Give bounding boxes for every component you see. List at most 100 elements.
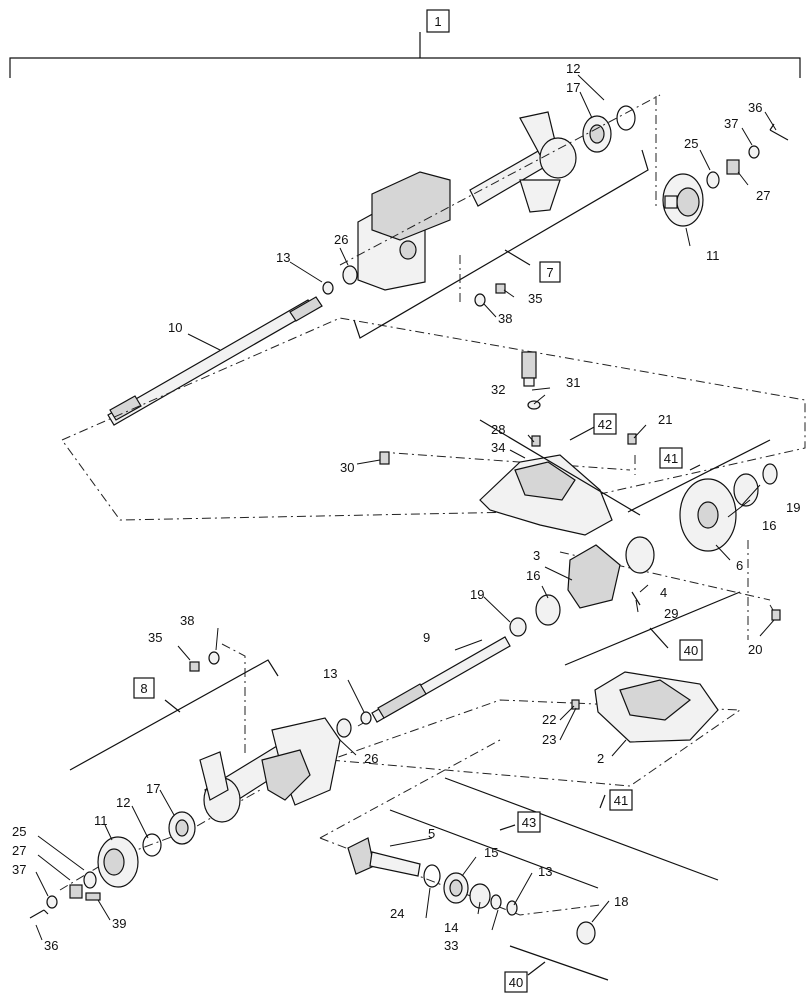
callout-23: 23 [542, 732, 556, 747]
assembly-41-top-bracket [627, 439, 771, 513]
axle-shaft-9 [371, 636, 511, 723]
callout-21: 21 [658, 412, 672, 427]
hub-11-right [662, 173, 704, 227]
callout-11-right: 11 [706, 248, 720, 263]
differential-housing-lower-2 [594, 671, 719, 743]
assembly-label-box [539, 261, 561, 283]
callout-5: 5 [428, 826, 435, 841]
bearing-14 [469, 883, 491, 909]
callout-19-bottom: 19 [470, 587, 484, 602]
lock-37-right [748, 145, 760, 159]
callout-9: 9 [423, 630, 430, 645]
callout-26-left: 26 [364, 751, 378, 766]
differential-case-3 [567, 536, 655, 609]
callout-19-top: 19 [786, 500, 800, 515]
callout-10: 10 [168, 320, 182, 335]
bearing-17-right [582, 115, 612, 153]
assembly-label-box [517, 811, 541, 833]
pin-36-right [769, 123, 789, 141]
callout-13-left: 13 [323, 666, 337, 681]
callout-25-right: 25 [684, 136, 698, 151]
callout-29: 29 [664, 606, 678, 621]
callout-17-left: 17 [146, 781, 160, 796]
callout-33: 33 [444, 938, 458, 953]
differential-housing-upper-42 [479, 454, 613, 536]
callout-35-right: 35 [528, 291, 542, 306]
snap-ring-12-left [142, 833, 162, 857]
pinion-gear-5 [347, 837, 421, 877]
callout-32: 32 [491, 382, 505, 397]
plug-30 [379, 451, 390, 465]
left-axle-housing [199, 717, 341, 823]
callout-16-bottom: 16 [526, 568, 540, 583]
ring-13-left [360, 711, 372, 725]
callout-17-right: 17 [566, 80, 580, 95]
callout-38-right: 38 [498, 311, 512, 326]
washer-25-right [706, 171, 720, 189]
callout-28: 28 [491, 422, 505, 437]
bolt-35-left [189, 661, 200, 672]
ring-33 [490, 894, 502, 910]
callout-36-right: 36 [748, 100, 762, 115]
assembly-label-box [133, 677, 155, 699]
snap-ring-12-right [616, 105, 636, 131]
assembly-1-bracket [9, 32, 801, 78]
callout-37-left: 37 [12, 862, 26, 877]
callout-18: 18 [614, 894, 628, 909]
ring-13-right [322, 281, 334, 295]
assembly-label-box [679, 639, 703, 661]
axis-line [339, 94, 661, 305]
assembly-label-42: 42 [598, 417, 612, 432]
callout-35-left: 35 [148, 630, 162, 645]
assembly-label-box [504, 971, 528, 993]
assembly-label-41-bottom: 41 [614, 793, 628, 808]
assembly-label-1: 1 [434, 14, 441, 29]
washer-38-right [474, 293, 486, 307]
callout-27-right: 27 [756, 188, 770, 203]
assembly-label-box [593, 413, 617, 435]
nut-27-left [69, 884, 83, 899]
assembly-8-bracket [69, 659, 279, 771]
spacer-19-top [762, 463, 778, 485]
seal-26-right [342, 265, 358, 285]
assembly-label-40-bottom: 40 [509, 975, 523, 990]
callout-3: 3 [533, 548, 540, 563]
callout-20: 20 [748, 642, 762, 657]
bearing-17-left [168, 811, 196, 845]
ring-32 [527, 400, 541, 410]
callout-2: 2 [597, 751, 604, 766]
assembly-7-bracket [353, 149, 649, 339]
assembly-40-bottom-bracket [509, 945, 609, 981]
bolt-20 [771, 609, 781, 621]
ring-gear-6 [679, 478, 737, 552]
callouts: 12 17 36 37 25 27 11 26 13 35 38 10 31 3… [12, 61, 800, 953]
snap-ring-24 [423, 864, 441, 888]
assembly-41-bottom-bracket [444, 777, 719, 881]
right-axle-housing [357, 111, 577, 291]
callout-15: 15 [484, 845, 498, 860]
hub-11-left [97, 836, 139, 888]
assembly-label-7: 7 [546, 265, 553, 280]
stud-39 [85, 892, 101, 901]
pin-29 [631, 591, 641, 606]
callout-12-left: 12 [116, 795, 130, 810]
assembly-label-43: 43 [522, 815, 536, 830]
bearing-15 [443, 872, 469, 904]
spacer-18 [576, 921, 596, 945]
axle-shaft-10 [107, 296, 323, 426]
seal-26-left [336, 718, 352, 738]
bearing-16-top [733, 473, 759, 507]
callout-38-left: 38 [180, 613, 194, 628]
callout-34: 34 [491, 440, 505, 455]
assembly-label-40-mid: 40 [684, 643, 698, 658]
washer-38-left [208, 651, 220, 665]
axis-line [221, 641, 506, 755]
callout-31: 31 [566, 375, 580, 390]
spacer-19-bottom [509, 617, 527, 637]
callout-39: 39 [112, 916, 126, 931]
plug-28 [531, 435, 541, 447]
bolt-21 [627, 433, 637, 445]
pin-36-left [29, 909, 49, 919]
callout-4: 4 [660, 585, 667, 600]
callout-37-right: 37 [724, 116, 738, 131]
